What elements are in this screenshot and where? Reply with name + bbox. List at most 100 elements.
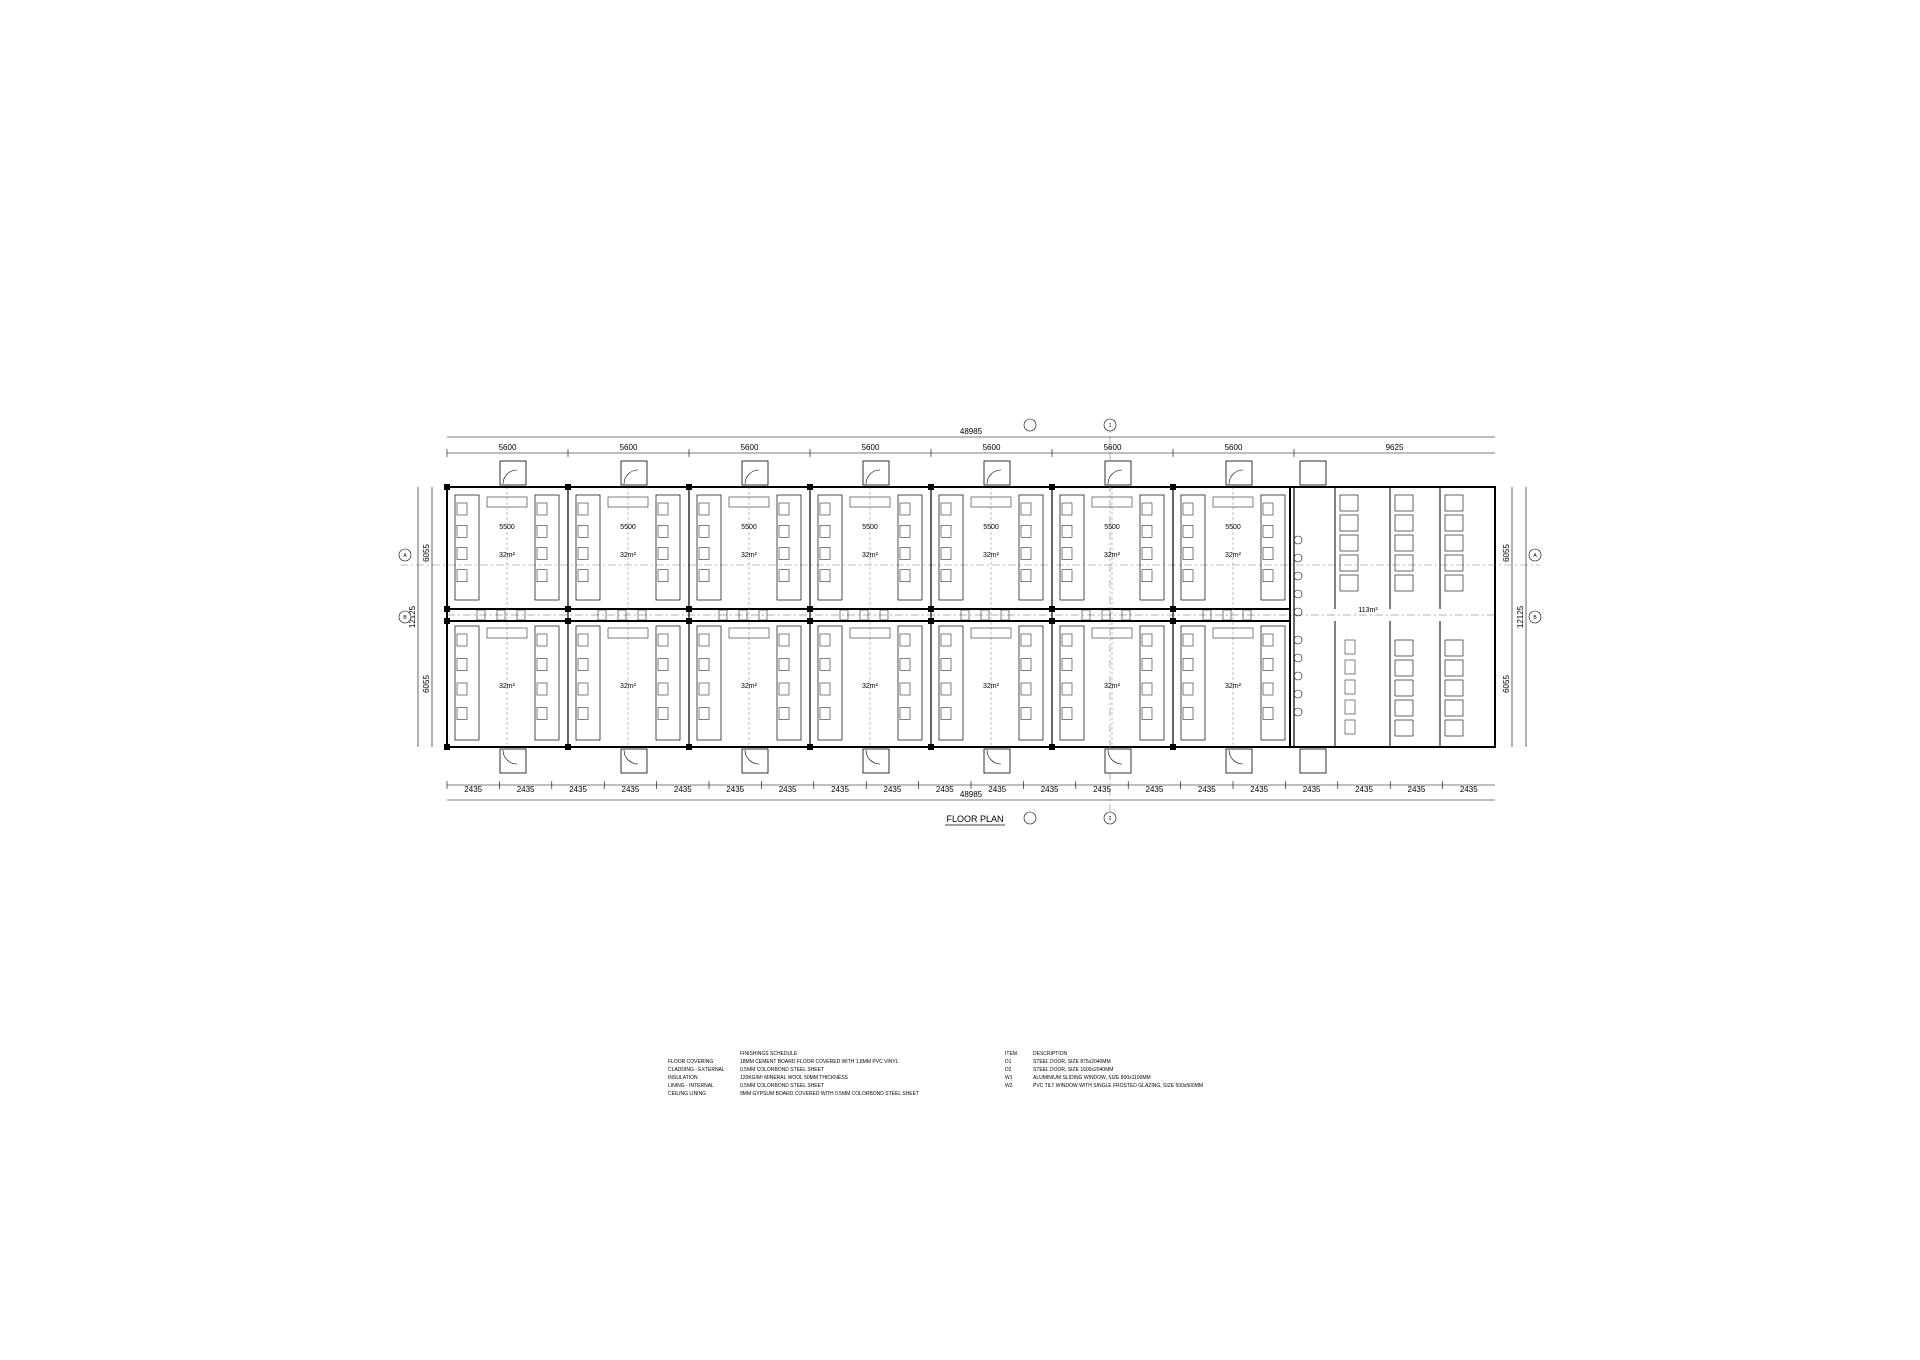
chair	[1182, 547, 1194, 560]
structural-column	[1170, 484, 1176, 490]
chair	[899, 502, 911, 516]
chair	[1141, 707, 1153, 720]
chair	[1141, 547, 1153, 560]
chair	[899, 682, 911, 696]
desk	[1091, 496, 1133, 508]
chair	[1262, 633, 1274, 647]
basin	[1293, 571, 1303, 581]
chair	[819, 707, 831, 720]
room-span-label: 5500	[499, 524, 515, 531]
room-area-label: 32m²	[862, 683, 879, 690]
chair	[657, 633, 669, 647]
overall-length-top: 48985	[960, 427, 983, 436]
chair	[1262, 707, 1274, 720]
structural-column	[686, 618, 692, 624]
grid-bubble-axis-2	[1103, 811, 1117, 825]
bay-dimension-bottom: 2435	[622, 785, 640, 794]
chair	[1020, 633, 1032, 647]
door-swing	[986, 749, 1002, 765]
bed	[1059, 494, 1085, 601]
bed	[1018, 625, 1044, 741]
item-code: D2	[1005, 1067, 1012, 1073]
chair	[456, 547, 468, 560]
basin	[1293, 535, 1303, 545]
shower-cubicle	[1444, 719, 1464, 737]
finishing-item: CLADDING - EXTERNAL	[668, 1067, 725, 1073]
bed	[817, 494, 843, 601]
basin	[1293, 553, 1303, 563]
bay-dimension-top: 9625	[1386, 443, 1404, 452]
chair	[698, 547, 710, 560]
chair	[940, 502, 952, 516]
door-canopy	[741, 748, 769, 774]
structural-column	[444, 606, 450, 612]
urinal	[1344, 639, 1356, 655]
locker	[839, 609, 849, 621]
room-area-label: 32m²	[499, 683, 516, 690]
finishing-item: LINING - INTERNAL	[668, 1083, 714, 1089]
shower-cubicle	[1394, 639, 1414, 657]
desk	[1091, 627, 1133, 639]
half-width-right-bottom: 6055	[1502, 675, 1511, 693]
locker	[1222, 609, 1232, 621]
overall-width-left: 12125	[408, 605, 417, 628]
door-canopy	[499, 748, 527, 774]
room-area-label: 32m²	[983, 552, 1000, 559]
structural-column	[565, 606, 571, 612]
chair	[778, 502, 790, 516]
door-canopy	[1225, 460, 1253, 486]
bed	[1059, 625, 1085, 741]
chair	[1141, 682, 1153, 696]
chair	[1141, 502, 1153, 516]
chair	[536, 547, 548, 560]
grid-bubble-row-b-left	[398, 610, 412, 624]
chair	[456, 658, 468, 671]
ablution-area-label: 113m²	[1358, 607, 1378, 614]
structural-column	[686, 744, 692, 750]
chair	[1262, 682, 1274, 696]
bay-dimension-bottom: 2435	[884, 785, 902, 794]
basin	[1293, 635, 1303, 645]
structural-column	[565, 618, 571, 624]
structural-column	[807, 744, 813, 750]
item-description: STEEL DOOR, SIZE 875x2040MM	[1033, 1059, 1111, 1065]
chair	[536, 525, 548, 538]
bay-dimension-bottom: 2435	[726, 785, 744, 794]
room-span-label: 5500	[1104, 524, 1120, 531]
chair	[698, 682, 710, 696]
chair	[536, 633, 548, 647]
grid-bubble-axis-1-label: 1	[1109, 423, 1112, 429]
chair	[1061, 569, 1073, 582]
bed	[575, 494, 601, 601]
bed	[534, 625, 560, 741]
basin	[1293, 707, 1303, 717]
chair	[536, 658, 548, 671]
finishing-item: INSULATION	[668, 1075, 698, 1081]
bay-dimension-bottom: 2435	[1408, 785, 1426, 794]
bay-dimension-bottom: 2435	[517, 785, 535, 794]
chair	[899, 633, 911, 647]
chair	[940, 547, 952, 560]
door-swing	[623, 749, 639, 765]
finishing-description: 9MM GYPSUM BOARD COVERED WITH 0.5MM COLO…	[740, 1091, 920, 1097]
finishing-description: 0.5MM COLORBOND STEEL SHEET	[740, 1067, 824, 1073]
grid-bubble-section-bottom	[1023, 811, 1037, 825]
structural-column	[1170, 744, 1176, 750]
bay-dimension-top: 5600	[499, 443, 517, 452]
locker	[1242, 609, 1252, 621]
door-canopy	[862, 460, 890, 486]
chair	[1141, 569, 1153, 582]
chair	[698, 502, 710, 516]
chair	[1182, 633, 1194, 647]
chair	[657, 547, 669, 560]
chair	[899, 525, 911, 538]
grid-bubble-axis-1	[1103, 418, 1117, 432]
bed	[696, 625, 722, 741]
toilet-cubicle	[1444, 574, 1464, 592]
structural-column	[1049, 606, 1055, 612]
chair	[456, 569, 468, 582]
desk	[728, 627, 770, 639]
